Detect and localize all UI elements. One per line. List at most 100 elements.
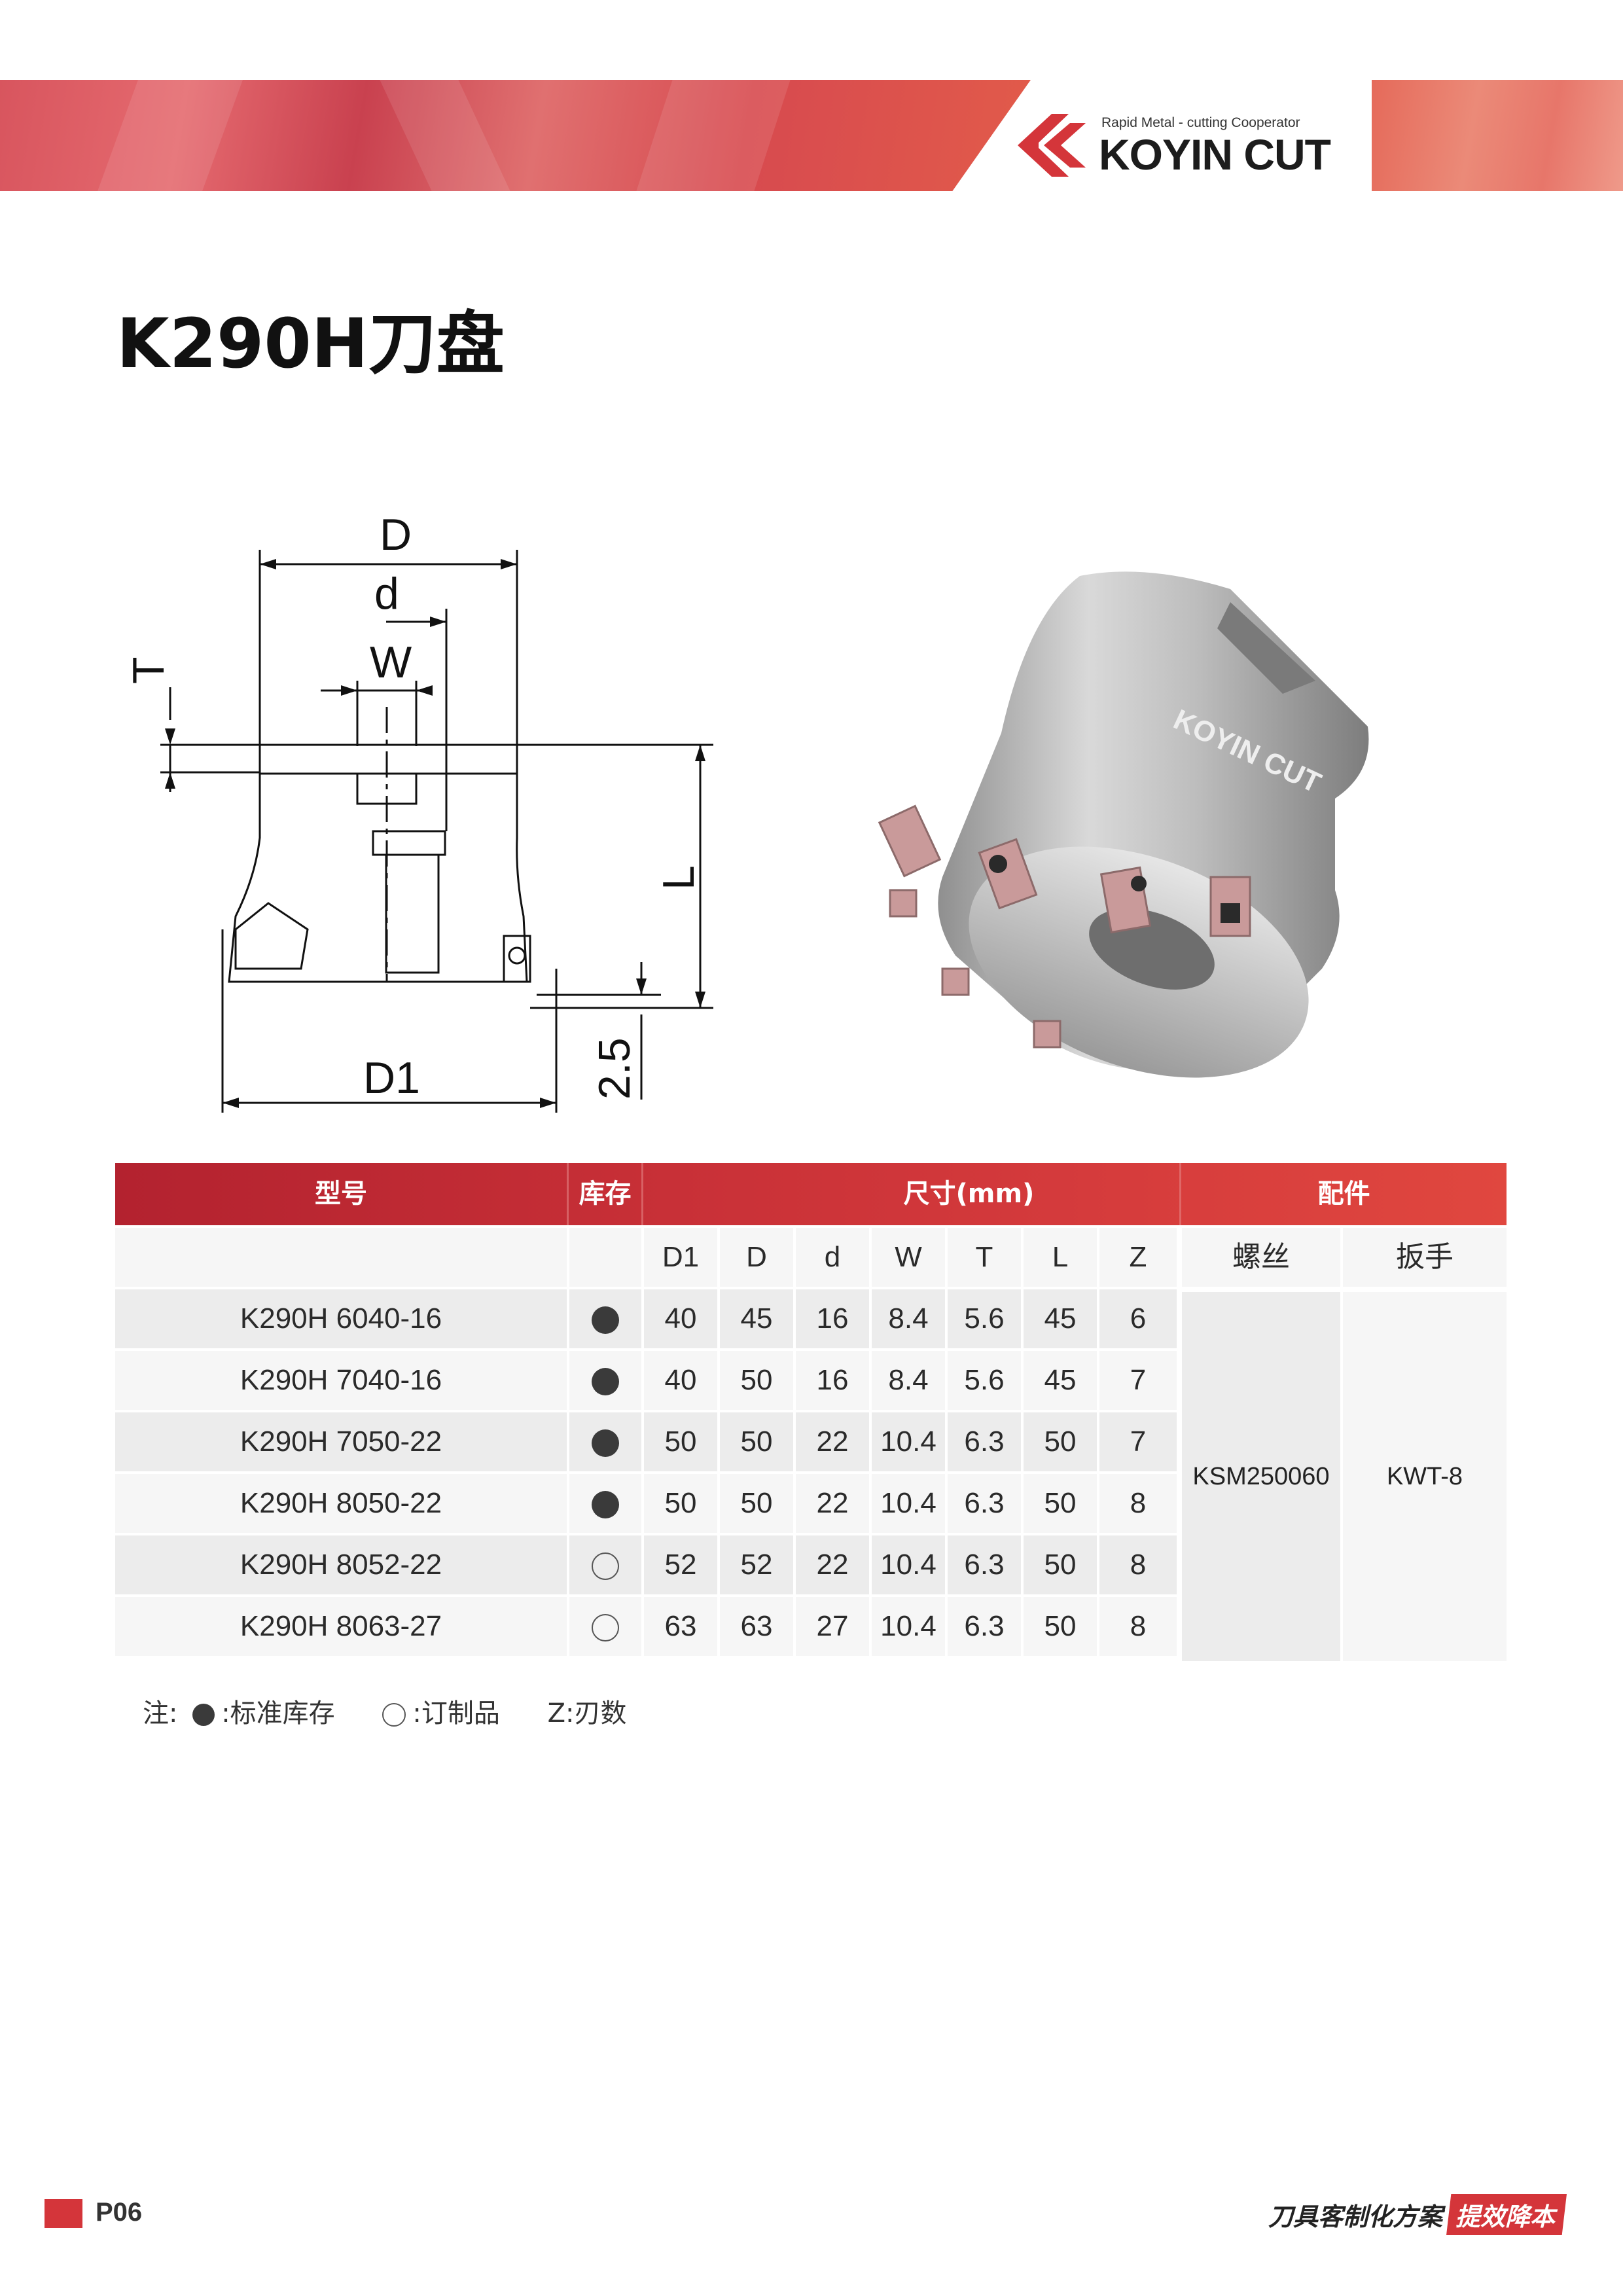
brand-name: KOYIN CUT [1099, 130, 1331, 179]
cell-D: 63 [720, 1597, 793, 1656]
screw-cell: KSM250060 [1182, 1292, 1340, 1661]
header-banner [0, 80, 1031, 191]
slogan-highlight: 提效降本 [1446, 2194, 1567, 2235]
standard-stock-icon [192, 1704, 215, 1726]
cell-T: 6.3 [948, 1597, 1021, 1656]
custom-stock-icon [382, 1703, 406, 1727]
label-d: d [374, 569, 399, 619]
label-D1: D1 [363, 1053, 420, 1103]
slogan-main: 刀具客制化方案 [1268, 2202, 1443, 2231]
cell-Z: 7 [1099, 1351, 1177, 1410]
custom-stock-icon [592, 1552, 619, 1581]
cell-D: 50 [720, 1412, 793, 1471]
subheader-Z: Z [1099, 1228, 1177, 1287]
cell-d: 16 [796, 1351, 869, 1410]
cell-d: 27 [796, 1597, 869, 1656]
cell-Z: 8 [1099, 1535, 1177, 1594]
standard-stock-icon [592, 1306, 619, 1335]
standard-stock-icon [592, 1491, 619, 1519]
cell-model: K290H 6040-16 [115, 1289, 567, 1348]
table-subheader: D1 D d W T L Z 螺丝 扳手 [115, 1228, 1507, 1289]
subheader-L: L [1024, 1228, 1097, 1287]
cell-L: 50 [1024, 1535, 1097, 1594]
cell-T: 5.6 [948, 1289, 1021, 1348]
cell-L: 45 [1024, 1351, 1097, 1410]
cell-D: 52 [720, 1535, 793, 1594]
label-D: D [380, 511, 412, 560]
cell-stock [569, 1474, 641, 1533]
cell-model: K290H 7040-16 [115, 1351, 567, 1410]
cell-Z: 7 [1099, 1412, 1177, 1471]
page-number: P06 [96, 2198, 143, 2227]
brand-logo: Rapid Metal - cutting Cooperator KOYIN C… [1018, 110, 1358, 182]
label-W: W [370, 637, 412, 687]
header-accessories: 配件 [1317, 1179, 1370, 1209]
cell-W: 10.4 [872, 1474, 945, 1533]
subheader-wrench: 扳手 [1343, 1228, 1507, 1287]
custom-stock-icon [592, 1614, 619, 1642]
cell-D1: 40 [644, 1289, 717, 1348]
header-banner-right [1372, 80, 1623, 191]
legend-note: 注: :标准库存 :订制品 Z:刃数 [143, 1692, 633, 1730]
product-image: KOYIN CUT [878, 571, 1369, 1078]
cell-d: 22 [796, 1474, 869, 1533]
note-custom: :订制品 [412, 1698, 500, 1729]
subheader-T: T [948, 1228, 1021, 1287]
cell-D1: 40 [644, 1351, 717, 1410]
subheader-screw: 螺丝 [1182, 1228, 1340, 1287]
brand-tagline: Rapid Metal - cutting Cooperator [1101, 115, 1300, 130]
cell-L: 50 [1024, 1597, 1097, 1656]
cell-D: 45 [720, 1289, 793, 1348]
cell-L: 50 [1024, 1412, 1097, 1471]
cell-D1: 50 [644, 1474, 717, 1533]
standard-stock-icon [592, 1368, 619, 1396]
cell-W: 8.4 [872, 1351, 945, 1410]
header-stock: 库存 [579, 1179, 632, 1209]
koyin-logo-icon [1018, 114, 1086, 177]
cell-stock [569, 1351, 641, 1410]
standard-stock-icon [592, 1429, 619, 1458]
cell-W: 8.4 [872, 1289, 945, 1348]
table-header: 型号 库存 尺寸(mm) 配件 [115, 1163, 1507, 1225]
cell-d: 22 [796, 1535, 869, 1594]
cell-L: 45 [1024, 1289, 1097, 1348]
subheader-D: D [720, 1228, 793, 1287]
cell-W: 10.4 [872, 1412, 945, 1471]
subheader-stock-empty [569, 1228, 641, 1287]
page-title: K290H刀盘 [116, 304, 505, 384]
note-teeth: Z:刃数 [547, 1698, 627, 1729]
cell-D1: 52 [644, 1535, 717, 1594]
cell-L: 50 [1024, 1474, 1097, 1533]
note-standard: :标准库存 [221, 1698, 335, 1729]
cell-d: 16 [796, 1289, 869, 1348]
cell-D1: 63 [644, 1597, 717, 1656]
cell-T: 5.6 [948, 1351, 1021, 1410]
wrench-cell: KWT-8 [1343, 1292, 1507, 1661]
cell-stock [569, 1412, 641, 1471]
cell-stock [569, 1289, 641, 1348]
cell-stock [569, 1597, 641, 1656]
label-L: L [654, 865, 704, 890]
cell-T: 6.3 [948, 1412, 1021, 1471]
cell-W: 10.4 [872, 1597, 945, 1656]
header-model: 型号 [315, 1179, 367, 1209]
cell-T: 6.3 [948, 1535, 1021, 1594]
technical-drawing: D d W T L 2.5 D1 [124, 511, 713, 1113]
cell-Z: 6 [1099, 1289, 1177, 1348]
cell-Z: 8 [1099, 1597, 1177, 1656]
subheader-model-empty [115, 1228, 567, 1287]
cell-T: 6.3 [948, 1474, 1021, 1533]
cell-stock [569, 1535, 641, 1594]
cell-Z: 8 [1099, 1474, 1177, 1533]
header-size: 尺寸(mm) [903, 1179, 1035, 1209]
page-marker [45, 2199, 82, 2228]
cell-model: K290H 8063-27 [115, 1597, 567, 1656]
cell-W: 10.4 [872, 1535, 945, 1594]
cell-D1: 50 [644, 1412, 717, 1471]
